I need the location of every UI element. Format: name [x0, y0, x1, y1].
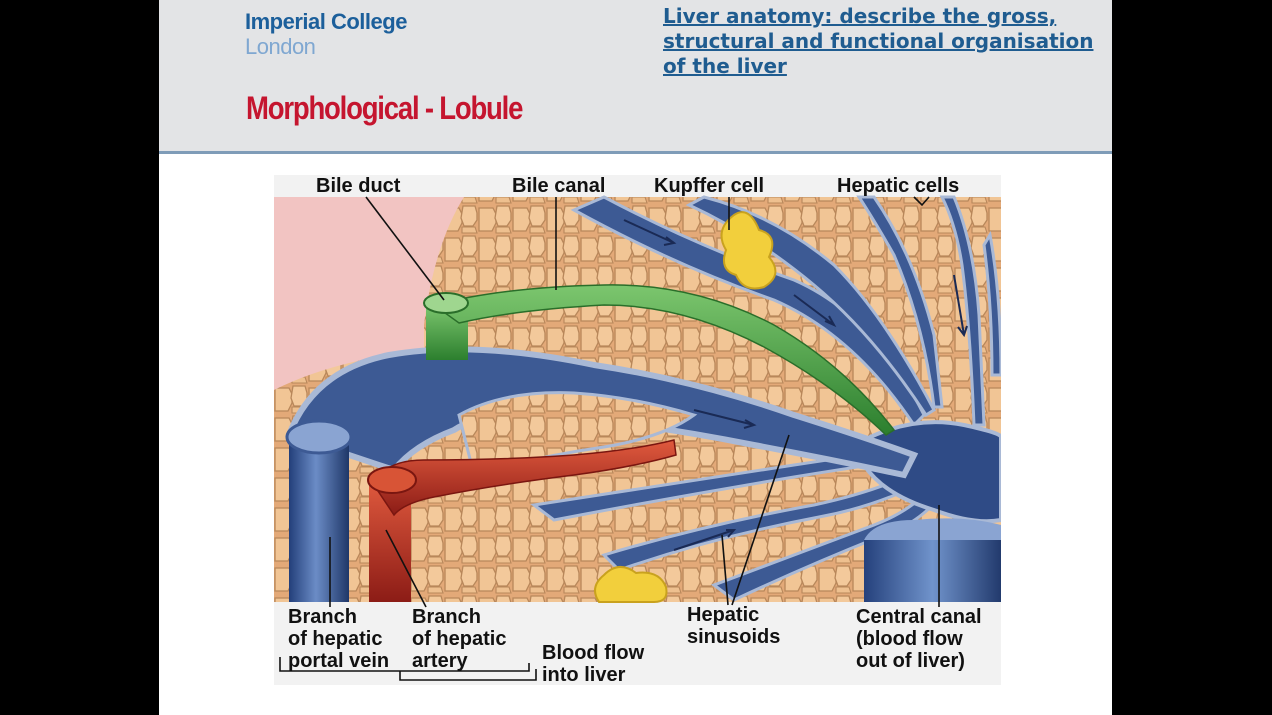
kupffer-cell: [720, 211, 777, 290]
bile-canal: [432, 284, 896, 436]
logo-imperial-college: Imperial College: [245, 9, 407, 34]
label-sinusoids-2: sinusoids: [687, 626, 780, 648]
liver-lobule-diagram: Bile duct Bile canal Kupffer cell Hepati…: [274, 175, 1003, 686]
title-line-2: structural and functional organisation: [663, 29, 1094, 53]
label-central-1: Central canal: [856, 606, 982, 628]
connective-tissue: [274, 197, 464, 390]
label-central-3: out of liver): [856, 650, 965, 672]
flow-arrows: [623, 219, 968, 551]
label-bile-duct: Bile duct: [316, 175, 401, 197]
logo-london: London: [245, 34, 316, 59]
label-artery-2: of hepatic: [412, 628, 506, 650]
title-line-1: Liver anatomy: describe the gross,: [663, 4, 1057, 28]
label-flow-in-1: Blood flow: [542, 642, 645, 664]
portal-vein-tube: [285, 419, 353, 602]
slide-header: Imperial College London Liver anatomy: d…: [159, 0, 1112, 151]
label-flow-in-2: into liver: [542, 664, 626, 685]
hepatic-artery: [367, 439, 677, 602]
bile-duct: [423, 284, 896, 436]
label-bile-canal: Bile canal: [512, 175, 605, 197]
slide-title-link[interactable]: Liver anatomy: describe the gross, struc…: [663, 4, 1112, 79]
label-portal-vein-1: Branch: [288, 606, 357, 628]
lobule-illustration: Bile duct Bile canal Kupffer cell Hepati…: [274, 175, 1003, 686]
label-portal-vein-3: portal vein: [288, 650, 389, 672]
slide-subtitle: Morphological - Lobule: [246, 90, 523, 126]
header-divider: [159, 151, 1112, 154]
title-line-3: of the liver: [663, 54, 787, 78]
label-artery-1: Branch: [412, 606, 481, 628]
leader-lines: [279, 196, 940, 681]
central-vein: [862, 420, 1003, 602]
slide: Imperial College London Liver anatomy: d…: [159, 0, 1112, 715]
label-sinusoids-1: Hepatic: [687, 604, 759, 626]
label-portal-vein-2: of hepatic: [288, 628, 382, 650]
label-hepatic-cells: Hepatic cells: [837, 175, 959, 197]
kupffer-cell-lower: [594, 566, 668, 603]
label-artery-3: artery: [412, 650, 468, 672]
label-kupffer-cell: Kupffer cell: [654, 175, 764, 197]
label-central-2: (blood flow: [856, 628, 963, 650]
